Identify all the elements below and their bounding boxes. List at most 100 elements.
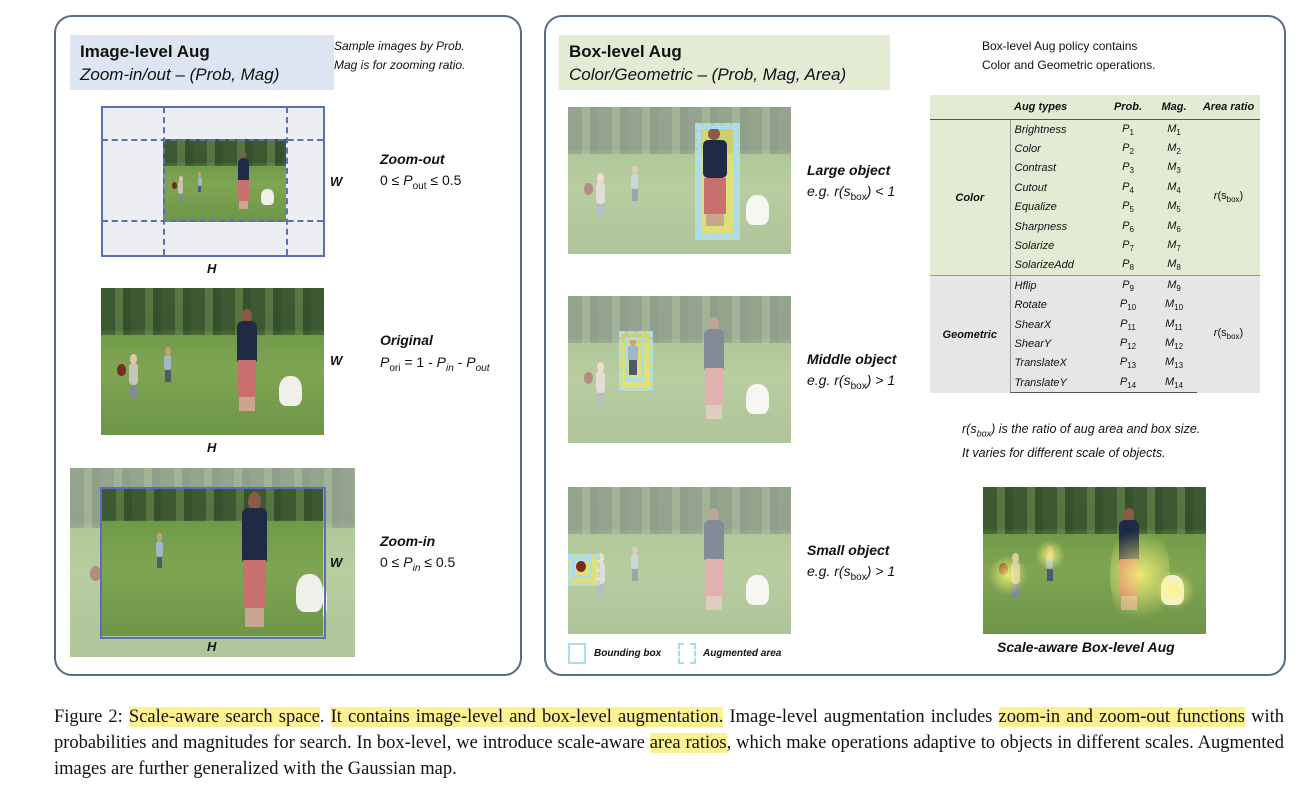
gaussian-glow: [988, 555, 1028, 595]
small-object-equation: e.g. r(sbox) > 1: [807, 563, 896, 583]
large-object-title: Large object: [807, 162, 891, 178]
original-equation: Pori = 1 - Pin - Pout: [380, 354, 490, 374]
prob-cell: P1: [1105, 119, 1151, 140]
gaussian-glow: [1155, 570, 1195, 610]
mag-cell: M5: [1151, 197, 1197, 217]
zoom-out-title: Zoom-out: [380, 151, 445, 167]
augmented-area-legend-label: Augmented area: [703, 648, 782, 659]
note-line: Sample images by Prob.: [334, 39, 465, 53]
dashed-guide: [102, 220, 323, 222]
box-level-subtitle: Color/Geometric – (Prob, Mag, Area): [569, 65, 847, 84]
prob-cell: P11: [1105, 314, 1151, 335]
mag-cell: M11: [1151, 314, 1197, 335]
bounding-box: [572, 558, 592, 578]
width-label: W: [330, 174, 343, 189]
caption-highlight: It contains image-level and box-level au…: [330, 707, 724, 727]
prob-cell: P13: [1105, 353, 1151, 374]
aug-type-cell: Sharpness: [1009, 216, 1105, 237]
table-header: [930, 95, 1010, 120]
mag-cell: M3: [1151, 158, 1197, 179]
aug-type-cell: TranslateX: [1009, 353, 1105, 374]
height-label: H: [207, 261, 217, 276]
mag-cell: M4: [1151, 178, 1197, 198]
mag-cell: M1: [1151, 119, 1197, 140]
box-level-title: Box-level Aug: [569, 42, 682, 61]
aug-type-cell: Cutout: [1009, 178, 1105, 198]
aug-type-cell: Brightness: [1009, 119, 1105, 140]
original-title: Original: [380, 332, 433, 348]
result-caption: Scale-aware Box-level Aug: [997, 639, 1175, 655]
dashed-guide: [286, 107, 288, 255]
prob-cell: P8: [1105, 255, 1151, 276]
image-level-title: Image-level Aug: [80, 42, 210, 61]
mag-cell: M8: [1151, 255, 1197, 276]
mag-cell: M12: [1151, 334, 1197, 354]
zoom-in-equation: 0 ≤ Pin ≤ 0.5: [380, 554, 456, 574]
zoom-in-title: Zoom-in: [380, 533, 436, 549]
large-object-person: [702, 128, 728, 228]
large-object-photo: [568, 107, 791, 254]
box-level-heading: Box-level Aug Color/Geometric – (Prob, M…: [559, 35, 890, 90]
aug-type-cell: Hflip: [1009, 275, 1105, 296]
prob-cell: P3: [1105, 158, 1151, 179]
prob-cell: P4: [1105, 178, 1151, 198]
aug-type-cell: ShearY: [1009, 334, 1105, 354]
group-name-cell: Color: [930, 119, 1010, 276]
ratio-note-line: It varies for different scale of objects…: [962, 445, 1166, 460]
bounding-box-legend-icon: [568, 643, 586, 664]
area-ratio-cell: r(sbox): [1197, 119, 1260, 276]
augmented-area-legend-icon: [678, 643, 696, 664]
mag-cell: M6: [1151, 216, 1197, 237]
mag-cell: M7: [1151, 236, 1197, 256]
zoom-out-equation: 0 ≤ Pout ≤ 0.5: [380, 172, 462, 192]
note-line: Color and Geometric operations.: [982, 58, 1156, 72]
image-level-note: Sample images by Prob. Mag is for zoomin…: [334, 37, 465, 75]
dashed-guide: [163, 107, 165, 255]
small-object-frisbee: [576, 561, 586, 572]
middle-object-photo: [568, 296, 791, 443]
figure-caption: Figure 2: Scale-aware search space. It c…: [54, 704, 1284, 782]
aug-type-cell: Equalize: [1009, 197, 1105, 217]
mag-cell: M9: [1151, 275, 1197, 296]
bounding-box: [698, 126, 737, 237]
middle-object-person: [628, 339, 638, 375]
image-level-subtitle: Zoom-in/out – (Prob, Mag): [80, 65, 280, 84]
middle-object-equation: e.g. r(sbox) > 1: [807, 372, 896, 392]
mag-cell: M2: [1151, 139, 1197, 159]
table-header: Area ratio: [1197, 95, 1260, 120]
prob-cell: P10: [1105, 295, 1151, 315]
augmented-area: [619, 331, 653, 391]
aug-type-cell: TranslateY: [1009, 373, 1105, 394]
original-photo: [101, 288, 324, 435]
width-label: W: [330, 353, 343, 368]
prob-cell: P12: [1105, 334, 1151, 354]
ratio-note-line: r(sbox) is the ratio of aug area and box…: [962, 422, 1201, 439]
caption-highlight: zoom-in and zoom-out functions: [998, 707, 1245, 727]
caption-text: with probabilities and magnitudes for se…: [54, 707, 1284, 753]
area-ratio-cell: r(sbox): [1197, 275, 1260, 393]
table-header: Aug types: [1010, 95, 1105, 120]
zoom-in-crop: [102, 489, 323, 636]
aug-type-cell: Rotate: [1009, 295, 1105, 315]
caption-prefix: Figure 2:: [54, 707, 129, 727]
aug-type-cell: Solarize: [1009, 236, 1105, 256]
box-level-note: Box-level Aug policy contains Color and …: [982, 37, 1155, 75]
group-name-cell: Geometric: [930, 275, 1010, 393]
aug-type-cell: Contrast: [1009, 158, 1105, 179]
prob-cell: P6: [1105, 216, 1151, 237]
mag-cell: M14: [1151, 373, 1197, 394]
